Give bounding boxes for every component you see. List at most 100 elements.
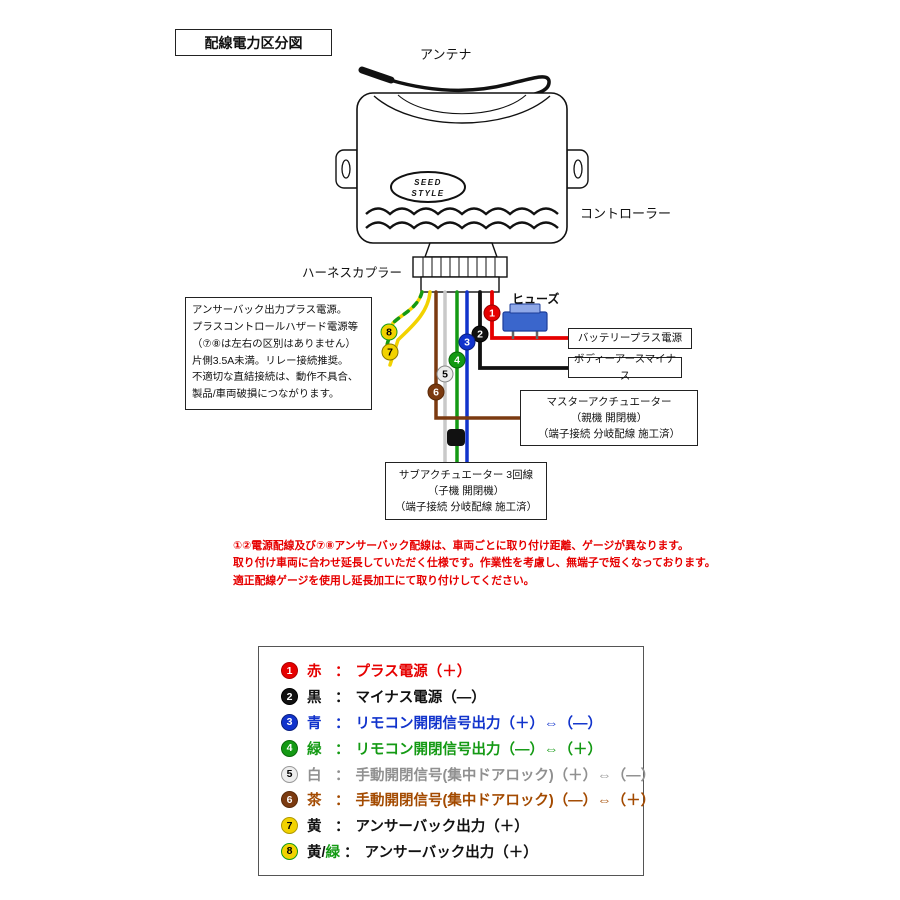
device-wave-line-2 (365, 221, 559, 230)
wire-brown (434, 290, 523, 420)
legend-color-name: 茶 (307, 789, 331, 810)
legend-color-name-segment: 白 (307, 767, 322, 784)
legend-color-name-segment: 黒 (307, 690, 322, 707)
harness-coupler (412, 242, 508, 293)
master-actuator-line: （親機 開閉機） (570, 411, 648, 424)
warning-line: ①②電源配線及び⑦⑧アンサーバック配線は、車両ごとに取り付け距離、ゲージが異なり… (233, 540, 689, 552)
extension-warning-text: ①②電源配線及び⑦⑧アンサーバック配線は、車両ごとに取り付け距離、ゲージが異なり… (233, 538, 716, 590)
sub-actuator-box: サブアクチュエーター 3回線 （子機 開閉機） （端子接続 分岐配線 施工済） (385, 462, 547, 520)
legend-colon: ： (335, 741, 350, 758)
wire-marker-4: 4 (448, 351, 466, 369)
legend-marker-3: 3 (281, 713, 298, 731)
sub-actuator-line: サブアクチュエーター 3回線 (398, 468, 534, 481)
legend-color-name: 黄 (307, 815, 331, 836)
device-wave-line-1 (365, 207, 559, 216)
note-line: 片側3.5A未満。リレー接続推奨。 (192, 355, 349, 367)
sub-actuator-line: （子機 開閉機） (427, 484, 505, 497)
legend-colon: ： (335, 767, 350, 784)
legend-description: アンサーバック出力（＋） (355, 819, 529, 836)
legend-color-name-segment: 赤 (307, 664, 322, 681)
wire-marker-1: 1 (483, 304, 501, 322)
master-actuator-box: マスターアクチュエーター （親機 開閉機） （端子接続 分岐配線 施工済） (520, 390, 698, 446)
diagram-title: 配線電力区分図 (175, 29, 332, 56)
legend-description: リモコン開閉信号出力（―）⇔（＋） (355, 741, 603, 758)
legend-colon: ： (335, 715, 350, 732)
legend-marker-1: 1 (281, 662, 298, 680)
wire-marker-5: 5 (436, 365, 454, 383)
device-logo-line2: STYLE (411, 189, 444, 198)
fuse-component (502, 303, 548, 339)
note-line: 製品/車両破損につながります。 (192, 389, 340, 401)
legend-description: 手動開閉信号(集中ドアロック)（＋）⇔（―） (355, 767, 656, 784)
legend-color-name-segment: 黄 (307, 844, 322, 861)
legend-color-name-segment: 緑 (325, 844, 341, 861)
note-line: （⑦⑧は左右の区別はありません） (192, 338, 356, 350)
legend-color-name-segment: 茶 (307, 793, 322, 810)
wire-marker-8: 8 (380, 323, 398, 341)
wire-black (478, 290, 572, 370)
legend-color-name: 黒 (307, 686, 331, 707)
legend-color-name: 白 (307, 764, 331, 785)
legend-marker-8: 8 (281, 842, 298, 860)
device-logo-line1: SEED (414, 178, 442, 187)
legend-color-name: 緑 (307, 738, 331, 759)
wire-marker-6: 6 (427, 383, 445, 401)
wiring-diagram-art: SEED STYLE (335, 66, 589, 464)
note-line: プラスコントロールハザード電源等 (192, 321, 359, 333)
legend-description: 手動開閉信号(集中ドアロック)（―）⇔（＋） (355, 793, 656, 810)
legend-colon: ： (335, 793, 350, 810)
legend-color-name-segment: / (321, 844, 326, 861)
legend-marker-7: 7 (281, 817, 298, 835)
legend-description: プラス電源（＋） (355, 664, 472, 681)
legend-color-name: 青 (307, 712, 331, 733)
master-actuator-line: マスターアクチュエーター (546, 395, 672, 408)
legend-marker-5: 5 (281, 765, 298, 783)
wire-yellow-green-stripe (385, 290, 424, 347)
legend-colon: ： (335, 664, 350, 681)
wire-marker-7: 7 (381, 343, 399, 361)
legend-color-name-segment: 緑 (307, 741, 322, 758)
warning-line: 取り付け車両に合わせ延長していただく仕様です。作業性を考慮し、無端子で短くなって… (233, 557, 716, 570)
answerback-note-box: アンサーバック出力プラス電源。 プラスコントロールハザード電源等 （⑦⑧は左右の… (185, 297, 372, 410)
legend-marker-6: 6 (281, 791, 298, 809)
legend-color-name-segment: 黄 (307, 819, 322, 836)
antenna-wire (358, 66, 551, 98)
mount-tab-right (566, 149, 589, 189)
note-line: アンサーバック出力プラス電源。 (192, 305, 348, 316)
note-line: 不適切な直結接続は、動作不具合、 (192, 372, 359, 384)
legend-description: アンサーバック出力（＋） (364, 844, 538, 861)
legend-colon: ： (335, 819, 350, 836)
label-antenna: アンテナ (420, 47, 472, 62)
body-earth-box: ボディーアースマイナス (568, 353, 682, 382)
device-logo-oval (390, 171, 466, 203)
master-actuator-line: （端子接続 分岐配線 施工済） (537, 428, 681, 441)
legend-color-name: 黄/緑 (307, 841, 340, 862)
label-fuse: ヒューズ (512, 292, 560, 306)
legend-marker-2: 2 (281, 688, 298, 706)
battery-plus-label: バッテリープラス電源 (577, 332, 683, 345)
controller-device: SEED STYLE (335, 92, 589, 244)
legend-marker-4: 4 (281, 739, 298, 757)
legend-color-name: 赤 (307, 660, 331, 681)
legend-colon: ： (335, 690, 350, 707)
body-earth-label: ボディーアースマイナス (573, 353, 677, 382)
sub-actuator-line: （端子接続 分岐配線 施工済） (394, 501, 538, 514)
battery-plus-box: バッテリープラス電源 (568, 328, 692, 349)
legend-description: リモコン開閉信号出力（＋）⇔（―） (355, 715, 603, 732)
label-harness-coupler: ハーネスカプラー (302, 266, 403, 280)
legend-color-name-segment: 青 (307, 715, 322, 732)
wire-junction-connector (447, 429, 465, 446)
legend-description: マイナス電源（―） (355, 690, 486, 707)
wire-yellow (388, 290, 432, 367)
